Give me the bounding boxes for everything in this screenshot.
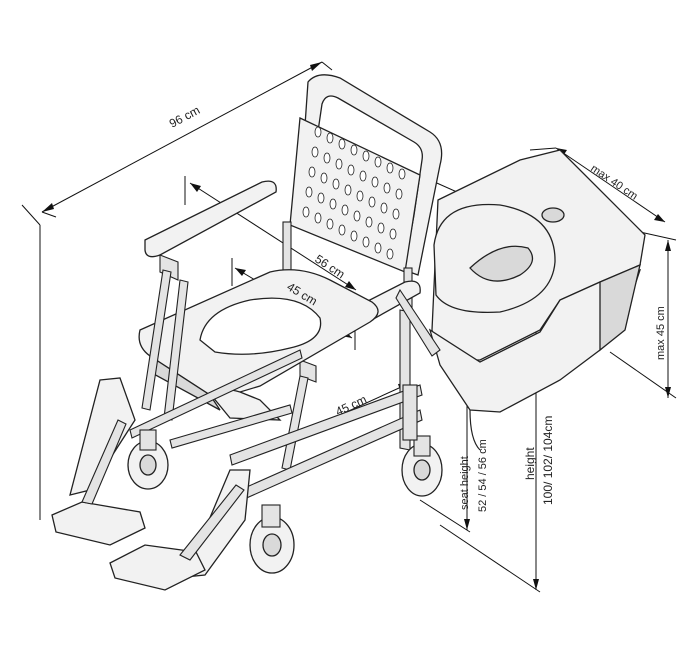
chair-wheels	[127, 384, 443, 574]
height-values: 100/ 102/ 104cm	[541, 416, 555, 505]
chair-frame	[129, 269, 441, 501]
seat-height-title: seat height	[459, 456, 471, 510]
chair-backrest	[282, 74, 443, 314]
overall-length-label: 96 cm	[167, 103, 202, 131]
seat-height-values: 52 / 54 / 56 cm	[477, 439, 489, 512]
height-title: height	[523, 447, 537, 480]
toilet-illustration	[428, 149, 646, 451]
backrest-holes	[302, 126, 406, 260]
toilet-height-label: max 45 cm	[655, 306, 667, 360]
chair-footrests	[51, 377, 251, 591]
